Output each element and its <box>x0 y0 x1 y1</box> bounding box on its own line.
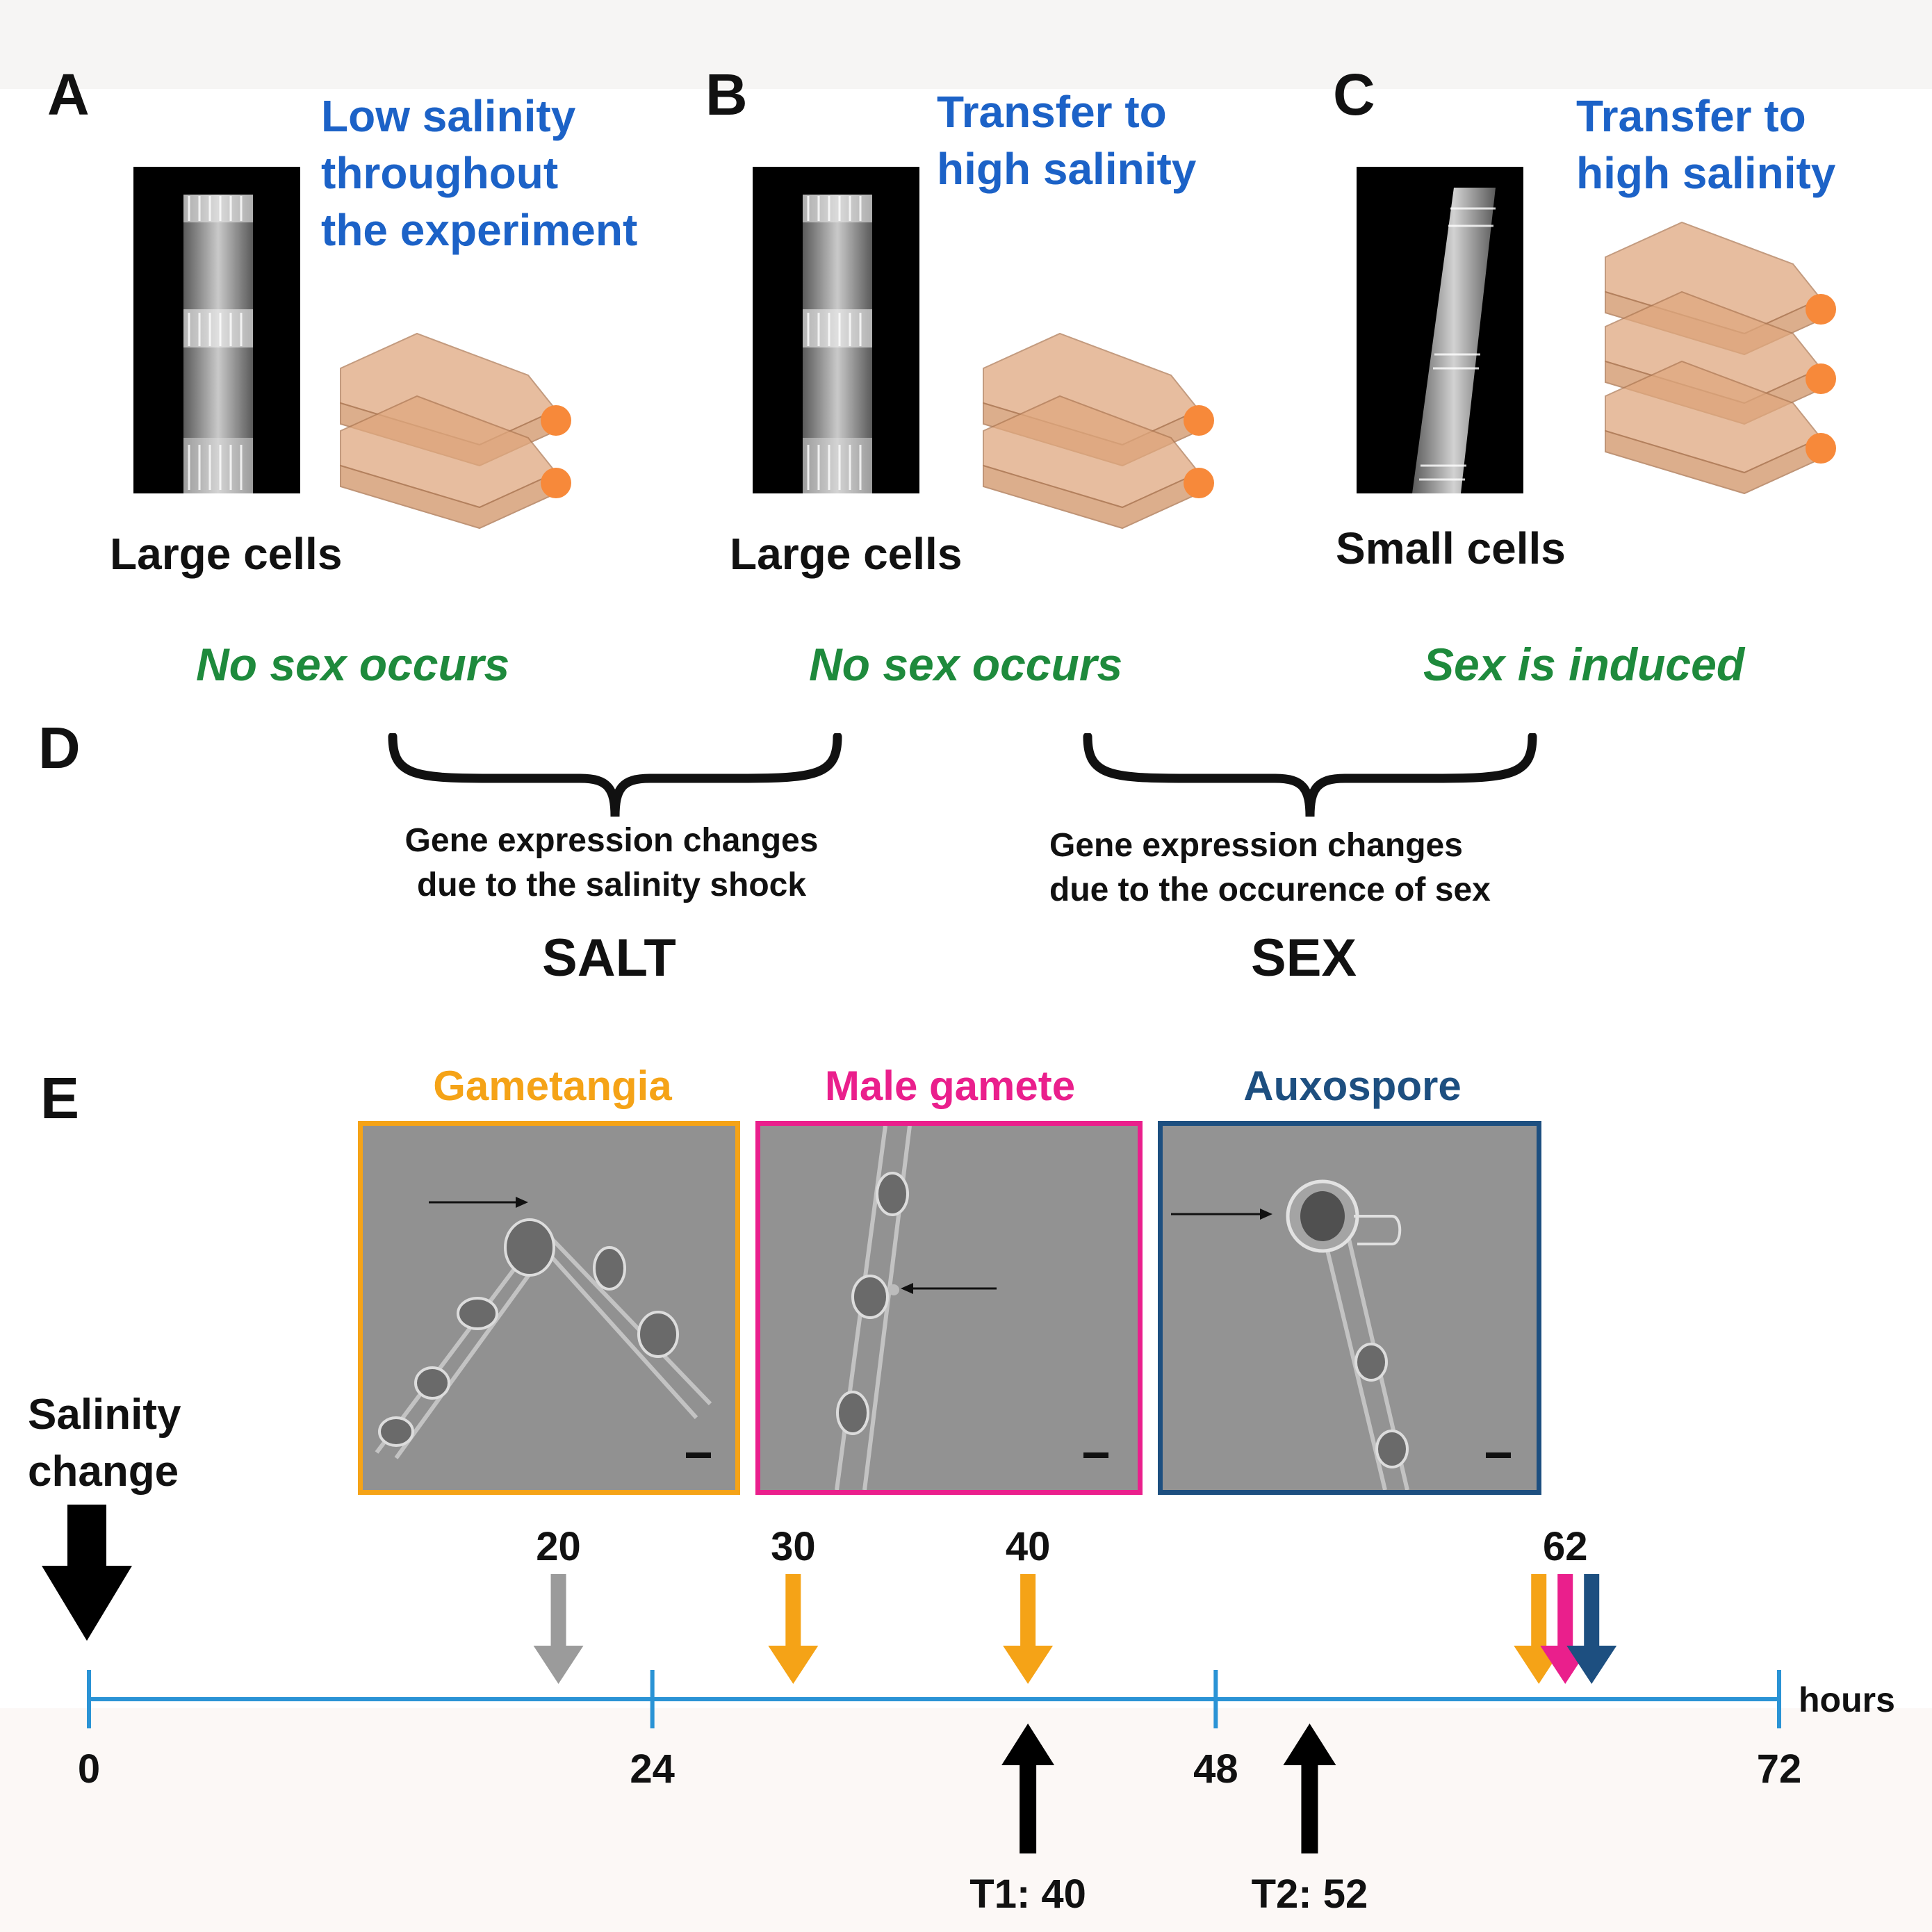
small-cells-micrograph <box>1357 167 1523 493</box>
panel-b-title-line: high salinity <box>937 144 1197 194</box>
salt-label: SALT <box>542 928 676 988</box>
cells-label-a: Large cells <box>110 529 343 579</box>
panel-a-title-line: the experiment <box>321 205 638 255</box>
down-arrow-label: 40 <box>1006 1524 1051 1569</box>
sex-label: SEX <box>1251 928 1357 988</box>
large-cells-micrograph <box>133 167 300 493</box>
panel-a-title: Low salinity throughout the experiment <box>321 88 637 259</box>
culture-flask-icon <box>340 395 571 530</box>
sex-brace <box>1083 733 1537 817</box>
panel-c-title-line: Transfer to <box>1576 91 1806 141</box>
up-arrow-icon <box>1283 1724 1336 1853</box>
salinity-change-arrow-icon <box>42 1505 132 1641</box>
culture-flasks-c <box>1598 208 1849 546</box>
bottom-band <box>0 1708 1932 1932</box>
down-arrow-icon <box>533 1574 584 1684</box>
panel-b-title: Transfer to high salinity <box>937 83 1196 197</box>
panel-c-title-line: high salinity <box>1576 148 1836 198</box>
timeline-tick-label: 48 <box>1193 1746 1238 1792</box>
photo-title-auxospore: Auxospore <box>1243 1063 1462 1109</box>
salt-brace <box>388 733 842 817</box>
panel-letter-a: A <box>47 62 90 127</box>
culture-flask-icon <box>983 395 1214 530</box>
down-arrow-icon <box>1003 1574 1054 1684</box>
culture-flasks-b <box>976 292 1227 546</box>
panel-c-title: Transfer to high salinity <box>1576 88 1835 202</box>
sex-description: Gene expression changes due to the occur… <box>1049 824 1564 912</box>
panel-a-title-line: throughout <box>321 148 559 198</box>
salt-description-line: due to the salinity shock <box>416 867 807 903</box>
salt-description-line: Gene expression changes <box>404 822 819 859</box>
panel-a-title-line: Low salinity <box>321 91 576 141</box>
timeline-tick-label: 0 <box>78 1746 100 1792</box>
top-band <box>0 0 1932 89</box>
down-arrow-label: 20 <box>536 1524 581 1569</box>
male-gamete-photo <box>755 1121 1143 1495</box>
cells-label-b: Large cells <box>730 529 963 579</box>
large-cells-micrograph <box>753 167 919 493</box>
panel-letter-e: E <box>40 1065 80 1131</box>
sex-description-line: due to the occurence of sex <box>1049 871 1491 908</box>
down-arrow-label: 30 <box>771 1524 816 1569</box>
auxospore-photo <box>1158 1121 1541 1495</box>
down-arrow-icon <box>1566 1574 1617 1684</box>
up-arrow-label: T1: 40 <box>969 1872 1086 1917</box>
photo-title-male-gamete: Male gamete <box>824 1063 1076 1109</box>
panel-letter-d: D <box>38 715 81 780</box>
timeline-tick-label: 24 <box>630 1746 675 1792</box>
panel-b-title-line: Transfer to <box>937 87 1167 137</box>
down-arrow-label: 62 <box>1543 1524 1588 1569</box>
sex-description-line: Gene expression changes <box>1049 827 1463 864</box>
panel-letter-b: B <box>705 62 748 127</box>
salt-description: Gene expression changes due to the salin… <box>361 819 862 908</box>
culture-flasks-a <box>334 292 584 546</box>
outcome-c: Sex is induced <box>1423 639 1745 690</box>
salinity-change-line: change <box>28 1448 179 1496</box>
up-arrow-label: T2: 52 <box>1252 1872 1368 1917</box>
salinity-change-line: Salinity <box>28 1391 181 1439</box>
timeline-unit-label: hours <box>1799 1680 1895 1719</box>
salinity-change-label: Salinity change <box>28 1386 181 1500</box>
down-arrow-icon <box>768 1574 819 1684</box>
photo-title-gametangia: Gametangia <box>433 1063 672 1109</box>
outcome-a: No sex occurs <box>196 639 510 690</box>
culture-flask-icon <box>1605 360 1836 495</box>
gametangia-photo <box>358 1121 740 1495</box>
panel-letter-c: C <box>1333 62 1375 127</box>
outcome-b: No sex occurs <box>809 639 1123 690</box>
timeline-tick-label: 72 <box>1757 1746 1802 1792</box>
up-arrow-icon <box>1001 1724 1055 1853</box>
cells-label-c: Small cells <box>1336 523 1566 573</box>
